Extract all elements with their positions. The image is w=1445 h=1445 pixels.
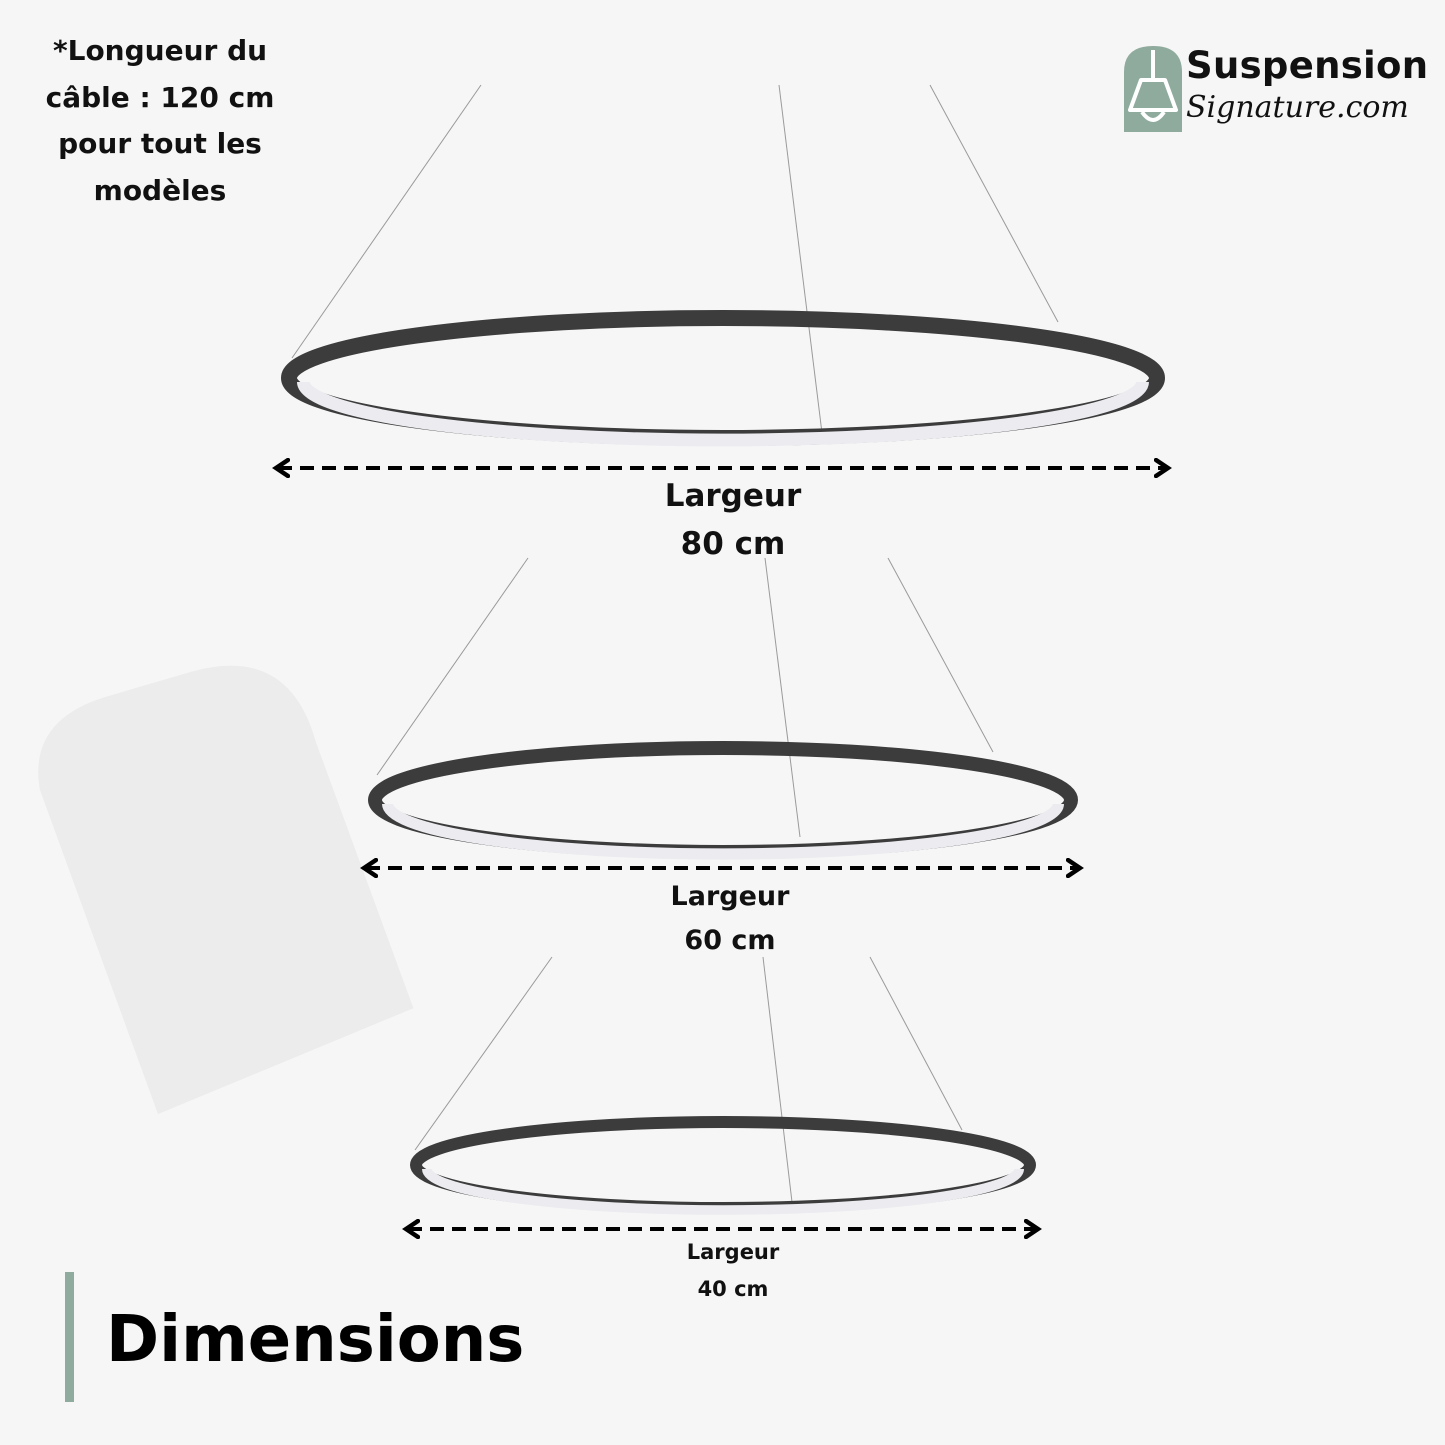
suspension-cable xyxy=(869,956,963,1131)
rings-group xyxy=(278,84,1166,1229)
width-label: Largeur xyxy=(670,881,790,912)
logo-text-domain: Signature.com xyxy=(1186,90,1409,125)
ring-led-strip xyxy=(382,803,1064,860)
width-value: 80 cm xyxy=(680,526,786,562)
watermark-lamp-icon xyxy=(38,665,414,1115)
logo-text-brand: Suspension xyxy=(1186,44,1429,87)
suspension-cable xyxy=(414,956,553,1151)
suspension-cable xyxy=(291,84,482,359)
suspension-cable xyxy=(762,956,793,1203)
pendant-lamp-icon xyxy=(1124,46,1182,132)
width-value: 40 cm xyxy=(697,1277,769,1301)
ring-led-strip xyxy=(422,1168,1024,1215)
suspension-cable xyxy=(778,84,823,434)
ring-40-label: Largeur 40 cm xyxy=(687,1234,780,1308)
suspension-cable xyxy=(887,557,994,753)
width-label: Largeur xyxy=(664,478,802,514)
page-title: Dimensions xyxy=(106,1303,525,1377)
ring-60-label: Largeur 60 cm xyxy=(671,875,790,963)
note-line: *Longueur du xyxy=(52,34,268,67)
note-line: pour tout les xyxy=(58,127,262,160)
ring-80-label: Largeur 80 cm xyxy=(665,472,802,568)
cable-length-note: *Longueur du câble : 120 cm pour tout le… xyxy=(20,28,300,214)
ring-led-strip xyxy=(297,381,1149,447)
accent-bar xyxy=(65,1272,74,1402)
note-line: câble : 120 cm xyxy=(45,80,275,114)
note-line: modèles xyxy=(93,173,227,207)
width-value: 60 cm xyxy=(684,925,776,956)
suspension-cable xyxy=(764,557,801,838)
suspension-cable xyxy=(376,557,529,776)
suspension-cable xyxy=(929,84,1059,323)
brand-logo: Suspension Signature.com xyxy=(1124,44,1428,134)
width-label: Largeur xyxy=(686,1240,780,1264)
